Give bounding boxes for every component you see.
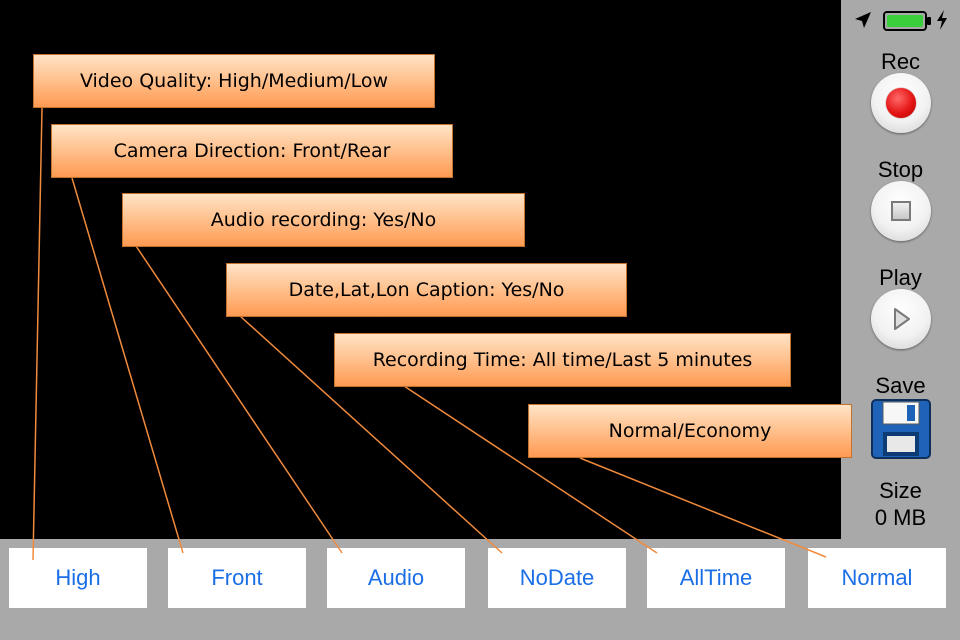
battery-icon xyxy=(883,11,931,31)
quality-button[interactable]: High xyxy=(9,548,147,608)
floppy-disk-icon[interactable] xyxy=(871,399,931,459)
stop-button[interactable] xyxy=(871,181,931,241)
stop-label: Stop xyxy=(877,157,924,182)
control-panel: Rec Stop Play Save Size 0 MB xyxy=(841,0,960,539)
caption-button[interactable]: NoDate xyxy=(488,548,626,608)
callout-recording-time: Recording Time: All time/Last 5 minutes xyxy=(334,333,791,387)
size-label: Size xyxy=(879,478,922,503)
callout-video-quality: Video Quality: High/Medium/Low xyxy=(33,54,435,108)
play-label: Play xyxy=(879,265,922,290)
status-bar xyxy=(841,0,960,40)
callout-date-caption: Date,Lat,Lon Caption: Yes/No xyxy=(226,263,627,317)
mode-button-bar: High Front Audio NoDate AllTime Normal xyxy=(0,539,960,640)
recording-time-button[interactable]: AllTime xyxy=(647,548,785,608)
callout-audio-recording: Audio recording: Yes/No xyxy=(122,193,525,247)
size-value: 0 MB xyxy=(874,505,927,530)
stop-icon xyxy=(891,201,911,221)
power-mode-button[interactable]: Normal xyxy=(808,548,946,608)
play-icon xyxy=(894,308,910,330)
save-label: Save xyxy=(875,373,926,398)
rec-label: Rec xyxy=(880,49,921,74)
record-icon xyxy=(886,88,916,118)
play-button[interactable] xyxy=(871,289,931,349)
camera-direction-button[interactable]: Front xyxy=(168,548,306,608)
lightning-bolt-icon xyxy=(937,10,947,30)
callout-camera-direction: Camera Direction: Front/Rear xyxy=(51,124,453,178)
audio-button[interactable]: Audio xyxy=(327,548,465,608)
location-arrow-icon xyxy=(855,12,871,28)
callout-power-mode: Normal/Economy xyxy=(528,404,852,458)
rec-button[interactable] xyxy=(871,73,931,133)
